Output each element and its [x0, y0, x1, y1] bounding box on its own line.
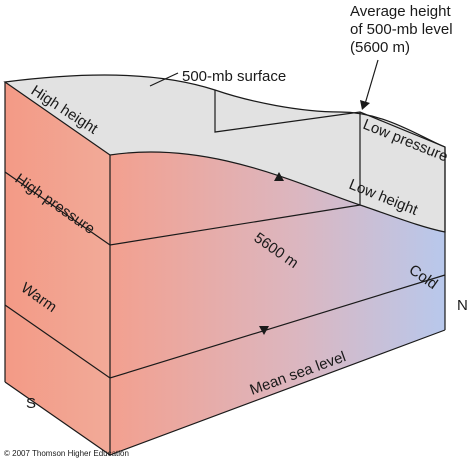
- surface-500mb: [3, 74, 446, 233]
- up-arrow-icon: [274, 172, 284, 181]
- avg-height-label-3: (5600 m): [350, 39, 410, 56]
- surface-leader: [149, 72, 179, 87]
- block-edges: [4, 82, 446, 456]
- north-label: N: [457, 297, 468, 314]
- front-face: [110, 151, 445, 455]
- south-label: S: [26, 395, 36, 412]
- warm-end-face: [5, 82, 110, 455]
- back-box-edges: [214, 90, 446, 232]
- surface-label: 500-mb surface: [182, 68, 286, 85]
- avg-height-leader: [364, 59, 379, 105]
- copyright-text: © 2007 Thomson Higher Education: [4, 449, 129, 458]
- avg-height-label-2: of 500-mb level: [350, 21, 453, 38]
- level-5600-lines: [4, 171, 446, 379]
- avg-height-label-1: Average height: [350, 3, 451, 20]
- avg-height-arrow-icon: [360, 100, 370, 110]
- down-arrow-icon: [259, 326, 269, 335]
